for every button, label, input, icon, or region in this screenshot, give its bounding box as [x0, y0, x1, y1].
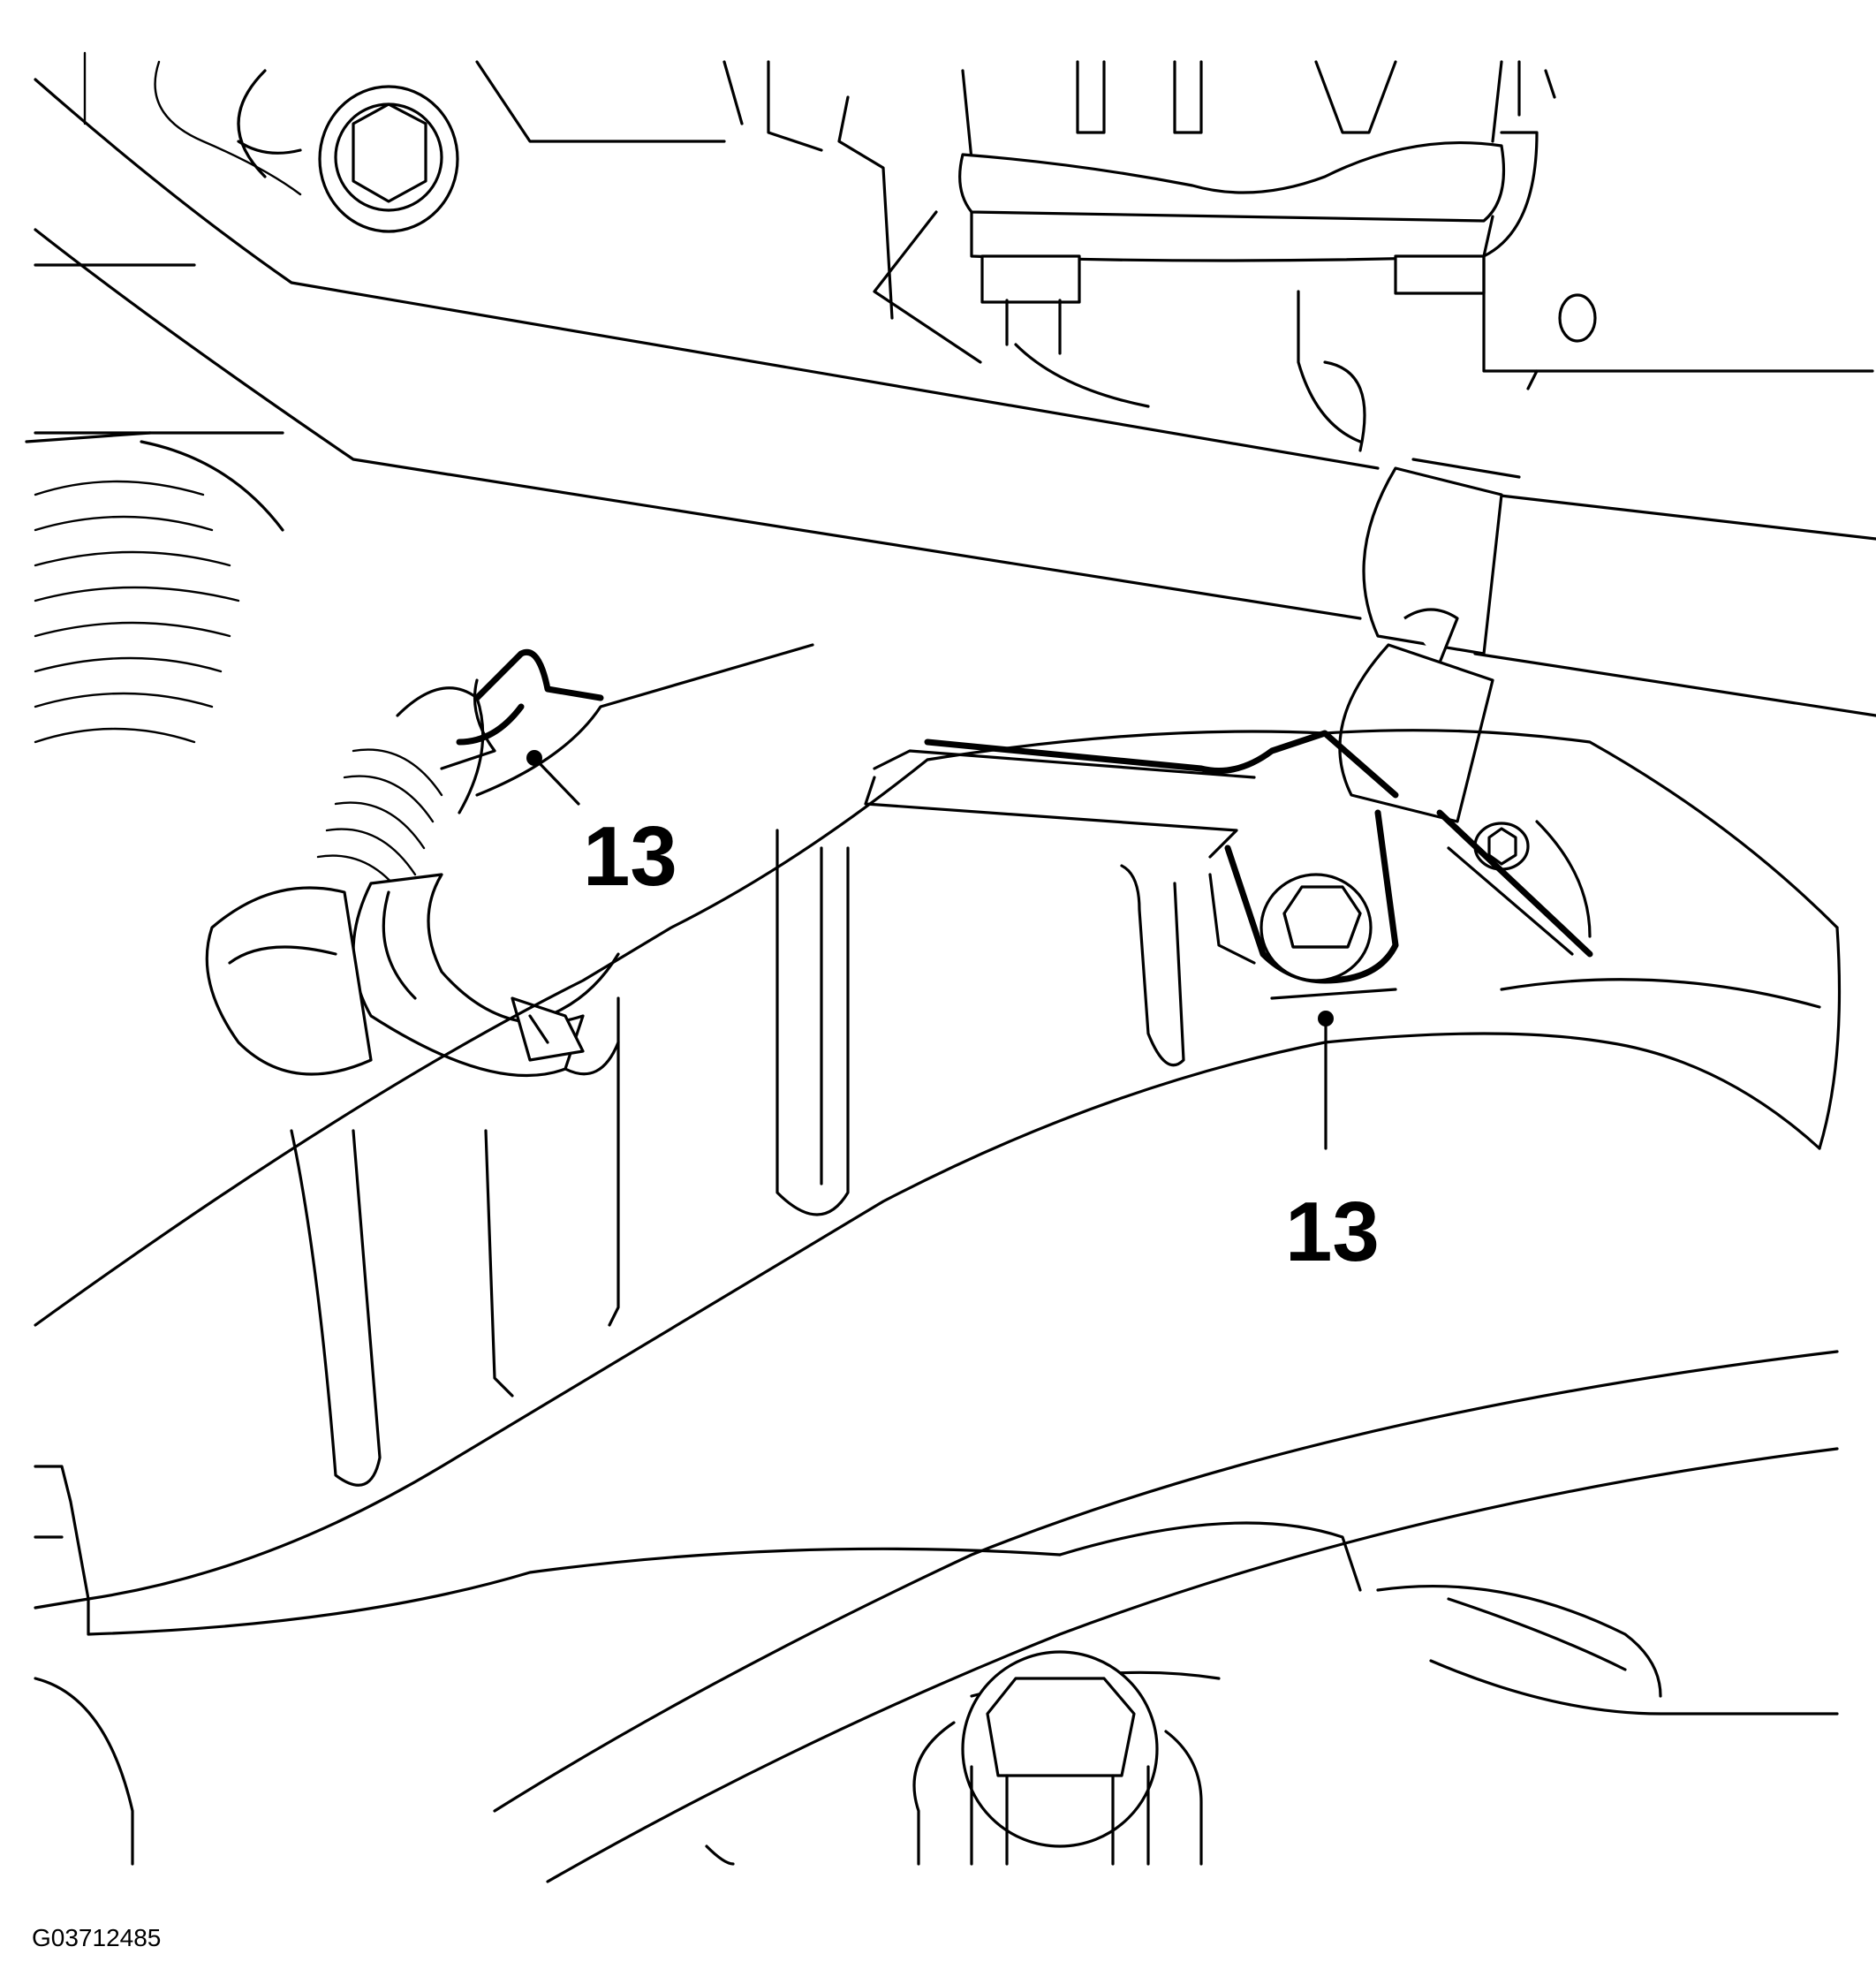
lower-pipe: [34, 729, 1842, 1601]
bottom-center-bolt: [705, 1650, 1203, 1866]
top-left-bolt: [83, 51, 459, 233]
upper-pipe: [34, 78, 1876, 717]
figure-id: G03712485: [32, 1924, 162, 1951]
callout-leader-right: [1318, 1011, 1334, 1150]
bracket-bolt: [1224, 809, 1399, 1000]
callout-label-right: 13: [1285, 1185, 1380, 1279]
corrugated-hose: [25, 263, 284, 744]
callout-leader-left: [526, 750, 580, 806]
callout-label-left: 13: [583, 809, 677, 904]
right-small-bolt: [1436, 809, 1593, 958]
oil-pan-housing: [290, 730, 1399, 1487]
bottom-pipe: [87, 1350, 1839, 1883]
hose-clamp: [205, 643, 814, 1078]
upper-flange-housing: [958, 60, 1505, 452]
bottom-left-fitting: [34, 1465, 134, 1866]
right-cover-panel: [1482, 60, 1874, 390]
